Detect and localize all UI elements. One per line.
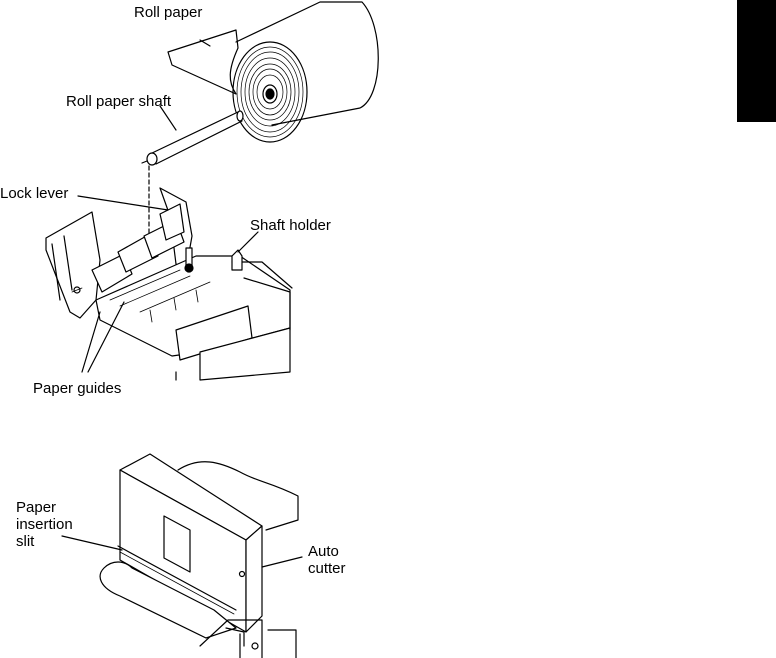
shaft-holder-leader: [237, 231, 259, 253]
auto-cutter-figure: [61, 453, 303, 658]
printer-mechanism: [45, 187, 293, 381]
lock-lever-leader: [77, 195, 169, 211]
label-lock-lever: Lock lever: [0, 185, 69, 202]
label-auto-cutter: Auto cutter: [308, 543, 346, 577]
auto-cutter-window: [163, 515, 191, 573]
cutter-paper-back: [177, 461, 299, 531]
paper-guides-leader-1: [81, 311, 101, 373]
roll-paper-shaft-end: [146, 152, 158, 166]
roll-paper-face: [232, 41, 308, 143]
paper-insertion-slit-line: [117, 545, 237, 611]
roll-paper-figure: [45, 1, 379, 381]
paper-insertion-slit-leader: [61, 535, 123, 551]
roll-paper-core-hole: [265, 88, 275, 100]
roll-paper-shaft-body: [149, 111, 243, 165]
auto-cutter-leader: [261, 556, 303, 568]
auto-cutter-side: [245, 525, 263, 633]
paper-guides-leader-2: [87, 301, 125, 373]
section-tab-marker: [737, 0, 776, 122]
roll-paper-leader: [199, 39, 211, 47]
label-paper-guides: Paper guides: [33, 380, 122, 397]
cutter-paper-front: [99, 561, 237, 639]
label-roll-paper: Roll paper: [134, 4, 203, 21]
roll-paper-sheet: [167, 29, 239, 95]
label-shaft-holder: Shaft holder: [250, 217, 331, 234]
label-paper-insertion-slit: Paper insertion slit: [16, 499, 73, 550]
roll-paper-shaft-leader: [159, 105, 177, 131]
label-roll-paper-shaft: Roll paper shaft: [66, 93, 172, 110]
roll-paper-body: [235, 1, 379, 126]
roll-paper-windings: [236, 46, 304, 138]
